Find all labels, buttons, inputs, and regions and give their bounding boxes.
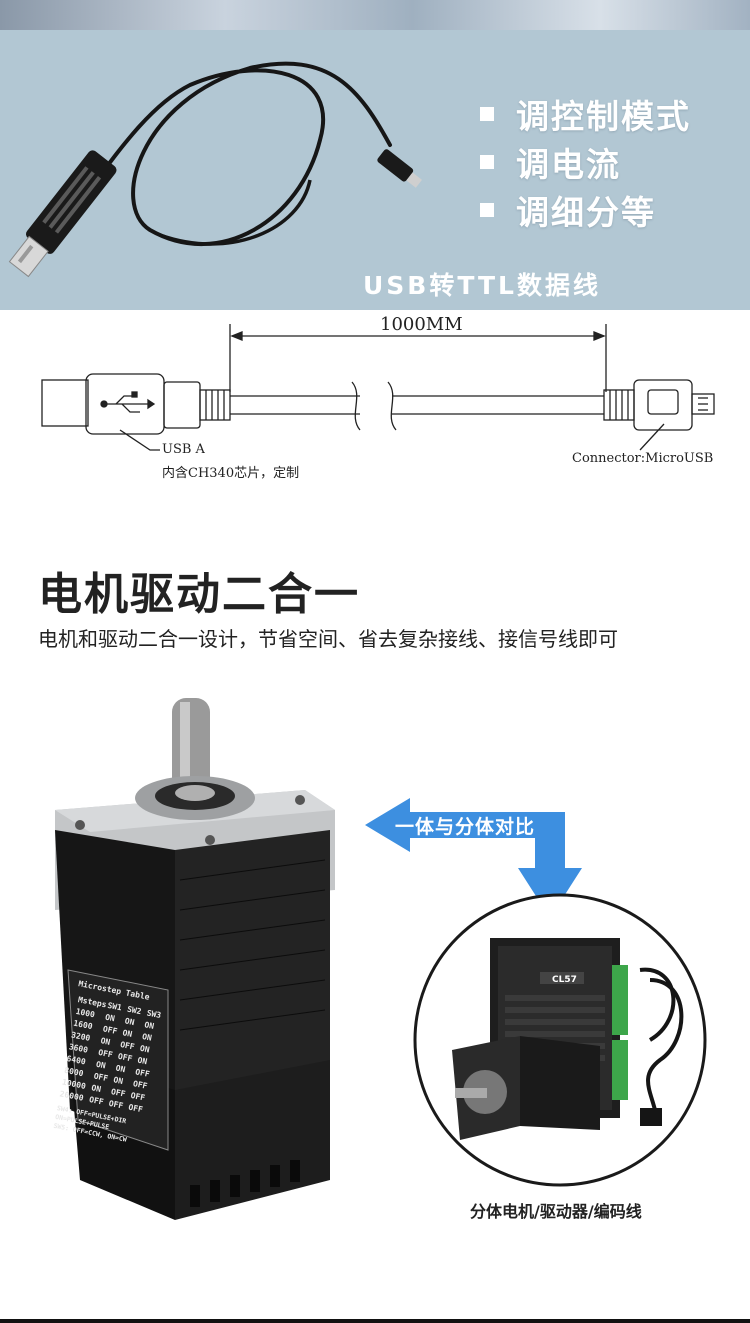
feature-item: 调细分等 — [480, 186, 691, 234]
usb-a-note: 内含CH340芯片，定制 — [162, 466, 300, 481]
driver-model: CL57 — [552, 975, 577, 985]
microstep-cell: OFF — [132, 1079, 148, 1091]
microstep-cell: OFF — [102, 1024, 118, 1036]
microstep-cell: ON — [100, 1036, 111, 1047]
microstep-cell: OFF — [93, 1071, 109, 1083]
microstep-cell: OFF — [98, 1048, 114, 1060]
bottom-divider — [0, 1319, 750, 1323]
feature-text: 调控制模式 — [516, 97, 691, 136]
square-bullet-icon — [480, 107, 494, 121]
microstep-cell: ON — [137, 1056, 148, 1067]
strain-relief-left — [199, 389, 231, 421]
microstep-cell: ON — [115, 1064, 126, 1075]
microstep-cell: ON — [95, 1060, 106, 1071]
microstep-cell: 3600 — [68, 1042, 89, 1055]
section-description: 电机和驱动二合一设计，节省空间、省去复杂接线、接信号线即可 — [38, 627, 618, 651]
usb-a-plug — [8, 150, 117, 278]
feature-item: 调控制模式 — [480, 90, 691, 138]
top-image-strip — [0, 0, 750, 30]
usb-cable-banner: 调控制模式 调电流 调细分等 USB转TTL数据线 — [0, 30, 750, 310]
microstep-cell: ON — [91, 1083, 102, 1094]
microstep-header-cell: SW1 — [107, 1001, 123, 1013]
microstep-cell: ON — [144, 1020, 155, 1031]
microstep-cell: 3200 — [70, 1030, 91, 1043]
microstep-cell: OFF — [108, 1099, 124, 1111]
microstep-cell: 1600 — [73, 1019, 94, 1032]
microstep-cell: OFF — [117, 1052, 133, 1064]
split-components-caption: 分体电机/驱动器/编码线 — [470, 1202, 642, 1221]
cable-drawing — [41, 324, 715, 451]
microstep-cell: OFF — [110, 1087, 126, 1099]
banner-caption: USB转TTL数据线 — [363, 271, 601, 300]
usb-a-label: USB A — [162, 442, 205, 457]
integrated-motor — [55, 698, 335, 1220]
microstep-cell: OFF — [130, 1091, 146, 1103]
micro-usb-plug — [377, 149, 422, 188]
microstep-cell: OFF — [135, 1067, 151, 1079]
feature-text: 调电流 — [516, 145, 621, 184]
connector-label: Connector:MicroUSB — [572, 451, 714, 466]
square-bullet-icon — [480, 203, 494, 217]
usb-cable-illustration — [8, 61, 422, 278]
microstep-header-cell: SW3 — [146, 1008, 162, 1020]
microstep-cell: ON — [113, 1075, 124, 1086]
product-illustration: Microstep Table Msteps SW1 SW2 SW3 1000 … — [53, 698, 707, 1220]
comparison-arrow-label: 一体与分体对比 — [395, 816, 536, 838]
microstep-cell: ON — [124, 1016, 135, 1027]
usb-logo-icon — [100, 391, 156, 413]
section-title: 电机驱动二合一 — [38, 569, 360, 620]
microstep-cell: 1000 — [75, 1007, 96, 1020]
feature-text: 调细分等 — [516, 193, 656, 232]
microstep-cell: OFF — [88, 1095, 104, 1107]
microstep-cell: OFF — [119, 1040, 135, 1052]
microstep-cell: ON — [141, 1032, 152, 1043]
split-components: CL57 — [413, 893, 707, 1187]
comparison-arrow — [365, 798, 582, 918]
microstep-cell: OFF — [128, 1103, 144, 1115]
microstep-cell: ON — [122, 1028, 133, 1039]
feature-item: 调电流 — [480, 138, 691, 186]
microstep-cell: 6400 — [66, 1054, 87, 1067]
cable-diagram: 1000MM USB A 内含CH340芯片，定制 Connector:Micr… — [0, 310, 750, 510]
strain-relief-right — [603, 389, 635, 421]
feature-list: 调控制模式 调电流 调细分等 — [480, 90, 691, 234]
microstep-cell: 8000 — [63, 1066, 84, 1079]
microstep-header-cell: SW2 — [126, 1005, 142, 1017]
length-dimension-label: 1000MM — [380, 314, 463, 335]
microstep-cell: ON — [139, 1044, 150, 1055]
square-bullet-icon — [480, 155, 494, 169]
microstep-cell: ON — [104, 1013, 115, 1024]
